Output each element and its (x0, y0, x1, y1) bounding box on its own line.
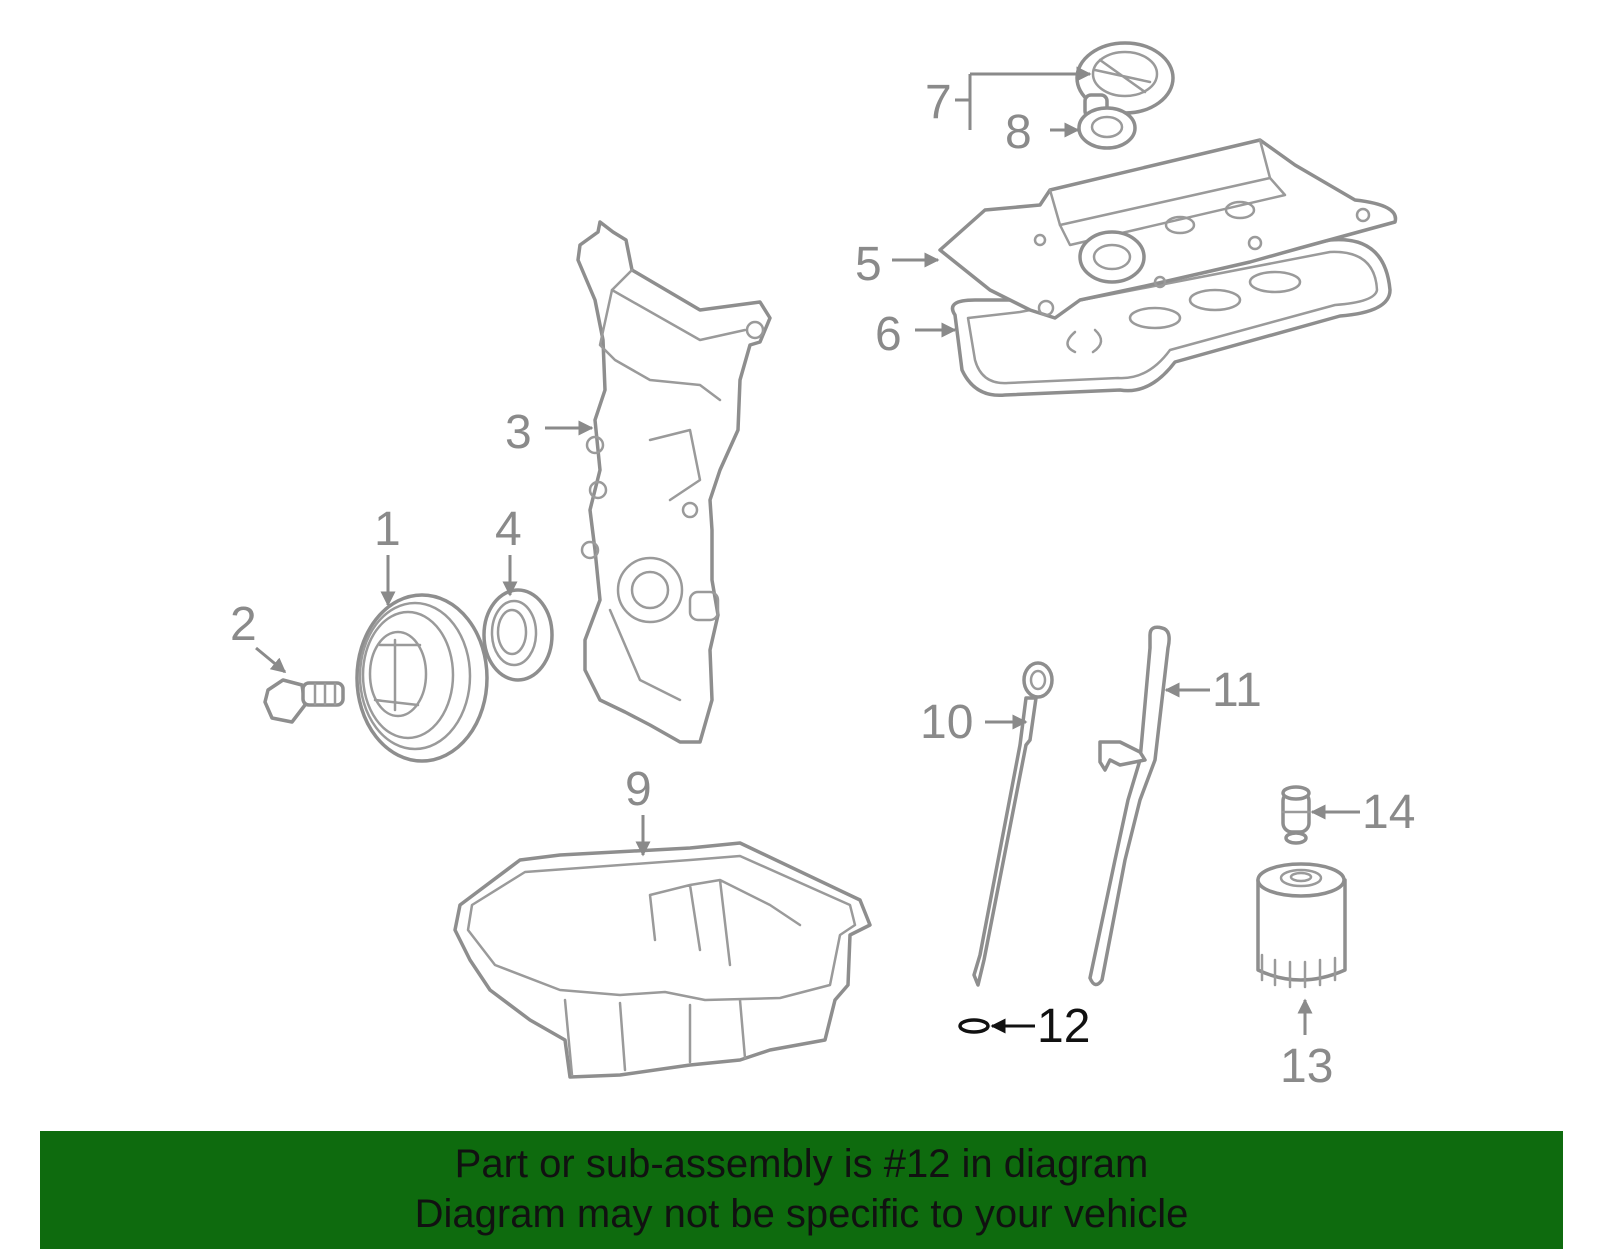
oil-pan[interactable] (453, 841, 872, 1079)
label-3: 3 (505, 406, 532, 459)
label-4: 4 (495, 503, 522, 556)
valve-cover-gasket[interactable] (950, 237, 1392, 398)
dipstick[interactable] (972, 661, 1054, 987)
parts-diagram: 7 8 5 6 3 1 4 2 9 10 11 14 13 12 (230, 41, 1415, 1093)
label-10: 10 (920, 696, 973, 749)
oil-filter-union[interactable] (1281, 785, 1311, 845)
info-banner: Part or sub-assembly is #12 in diagram D… (40, 1131, 1563, 1249)
callout-labels: 7 8 5 6 3 1 4 2 9 10 11 14 13 12 (230, 76, 1415, 1093)
dipstick-o-ring[interactable] (958, 1018, 990, 1034)
banner-line-1: Part or sub-assembly is #12 in diagram (454, 1142, 1149, 1186)
label-8: 8 (1005, 106, 1032, 159)
dipstick-tube[interactable] (1088, 625, 1171, 987)
label-14: 14 (1362, 786, 1415, 839)
label-12: 12 (1037, 1000, 1090, 1053)
label-13: 13 (1280, 1040, 1333, 1093)
label-11: 11 (1212, 664, 1262, 717)
crankshaft-pulley[interactable] (355, 593, 489, 763)
valve-cover[interactable] (938, 138, 1398, 320)
pulley-bolt[interactable] (263, 678, 345, 724)
timing-cover[interactable] (576, 220, 772, 744)
label-5: 5 (855, 238, 882, 291)
oil-filler-cap[interactable] (1075, 41, 1175, 119)
label-9: 9 (625, 763, 652, 816)
label-6: 6 (875, 308, 902, 361)
oil-filter[interactable] (1256, 862, 1347, 989)
banner-line-2: Diagram may not be specific to your vehi… (414, 1192, 1189, 1236)
label-1: 1 (374, 503, 401, 556)
label-2: 2 (230, 598, 257, 651)
filler-cap-gasket[interactable] (1077, 106, 1137, 150)
label-7: 7 (925, 76, 952, 129)
front-oil-seal[interactable] (482, 588, 554, 682)
leader-lines (255, 74, 1360, 1035)
